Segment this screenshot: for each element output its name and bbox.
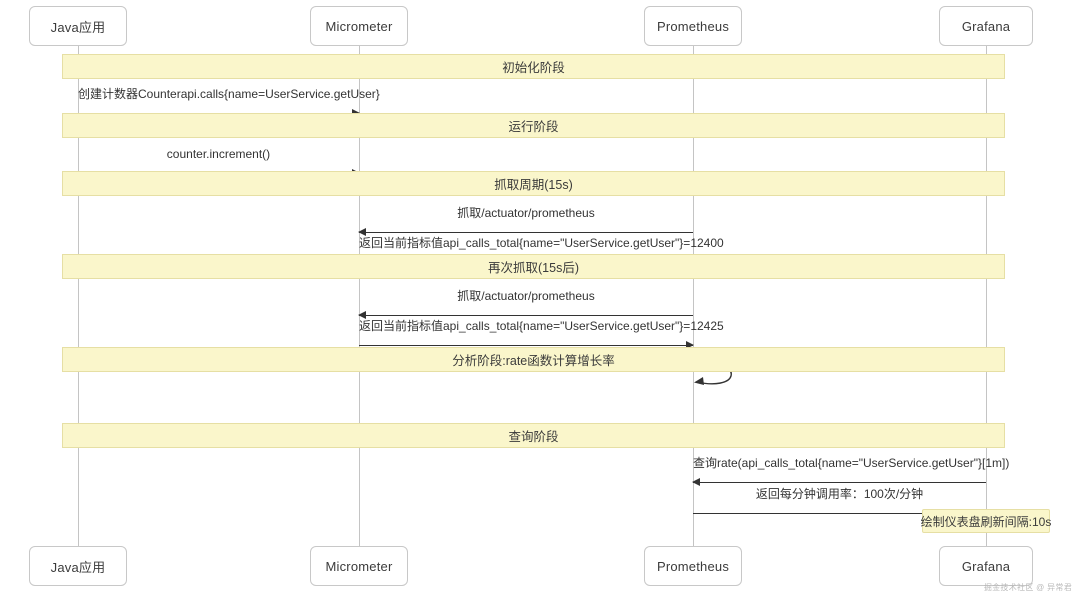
message-scrape-actuator-1: 抓取/actuator/prometheus [358,205,693,236]
message-return-metric-2: 返回当前指标值api_calls_total{name="UserService… [359,318,724,349]
participant-java-top[interactable]: Java应用 [29,6,127,46]
message-query-rate: 查询rate(api_calls_total{name="UserService… [692,455,1010,486]
arrow-head-icon [686,340,694,349]
participant-micrometer-bottom[interactable]: Micrometer [310,546,408,586]
message-label-scrape-actuator-2: 抓取/actuator/prometheus [457,289,595,303]
lifeline-java [78,46,79,546]
participant-micrometer-top[interactable]: Micrometer [310,6,408,46]
message-arrow-return-metric-2 [359,340,694,349]
section-banner-scrape: 抓取周期(15s) [62,171,1005,196]
participant-prometheus-top[interactable]: Prometheus [644,6,742,46]
participant-prometheus-bottom[interactable]: Prometheus [644,546,742,586]
lifeline-prometheus [693,46,694,546]
message-label-query-rate: 查询rate(api_calls_total{name="UserService… [693,456,1010,470]
arrow-head-icon [352,108,360,117]
message-create-counter: 创建计数器Counterapi.calls{name=UserService.g… [78,86,380,117]
arrow-head-icon [358,310,366,319]
lifeline-micrometer [359,46,360,546]
participant-grafana-bottom[interactable]: Grafana [939,546,1033,586]
section-banner-runtime: 运行阶段 [62,113,1005,138]
arrow-head-icon [692,477,700,486]
message-label-scrape-actuator-1: 抓取/actuator/prometheus [457,206,595,220]
message-label-return-metric-1: 返回当前指标值api_calls_total{name="UserService… [359,236,724,250]
section-banner-query: 查询阶段 [62,423,1005,448]
message-scrape-actuator-2: 抓取/actuator/prometheus [358,288,693,319]
message-arrow-query-rate [692,477,986,486]
note-grafana-refresh: 绘制仪表盘刷新间隔:10s [921,509,1051,533]
section-banner-init: 初始化阶段 [62,54,1005,79]
section-banner-analysis: 分析阶段:rate函数计算增长率 [62,347,1005,372]
watermark: 掘金技术社区 @ 异常君 [983,583,1072,592]
section-banner-scrape2: 再次抓取(15s后) [62,254,1005,279]
participant-grafana-top[interactable]: Grafana [939,6,1033,46]
lifeline-grafana [986,46,987,546]
message-label-counter-increment: counter.increment() [166,147,271,161]
arrow-head-icon [358,227,366,236]
message-arrow-scrape-actuator-1 [358,227,693,236]
message-label-return-metric-2: 返回当前指标值api_calls_total{name="UserService… [359,319,724,333]
message-label-create-counter: 创建计数器Counterapi.calls{name=UserService.g… [78,87,380,101]
participant-java-bottom[interactable]: Java应用 [29,546,127,586]
message-label-return-rate: 返回每分钟调用率：100次/分钟 [755,487,924,501]
message-arrow-scrape-actuator-2 [358,310,693,319]
